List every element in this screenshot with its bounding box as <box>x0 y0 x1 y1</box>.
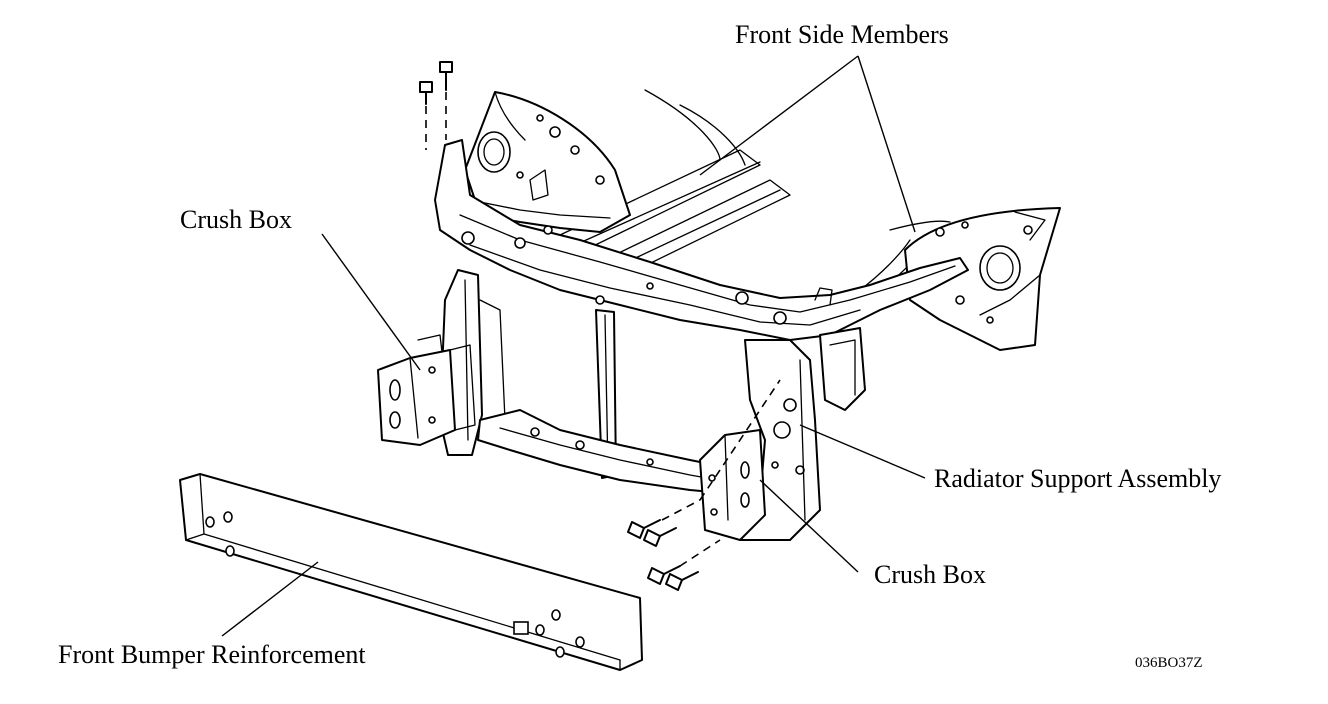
front-bumper-reinforcement-drawing <box>179 473 643 671</box>
label-crush-box-right: Crush Box <box>874 560 986 589</box>
right-apron-drawing <box>904 207 1061 351</box>
crush-box-left-drawing <box>377 334 476 446</box>
label-front-bumper-reinforcement: Front Bumper Reinforcement <box>58 640 366 669</box>
leader-lines <box>221 55 926 637</box>
label-front-side-members: Front Side Members <box>735 20 949 49</box>
label-crush-box-left: Crush Box <box>180 205 292 234</box>
upper-bolts-drawing <box>419 61 453 150</box>
front-side-members-drawing <box>559 89 951 293</box>
label-radiator-support-assembly: Radiator Support Assembly <box>934 464 1222 493</box>
figure-code: 036BO37Z <box>1135 655 1203 671</box>
lower-bolts-drawing <box>627 379 781 591</box>
left-apron-drawing <box>464 91 631 233</box>
crush-box-right-drawing <box>699 429 766 541</box>
